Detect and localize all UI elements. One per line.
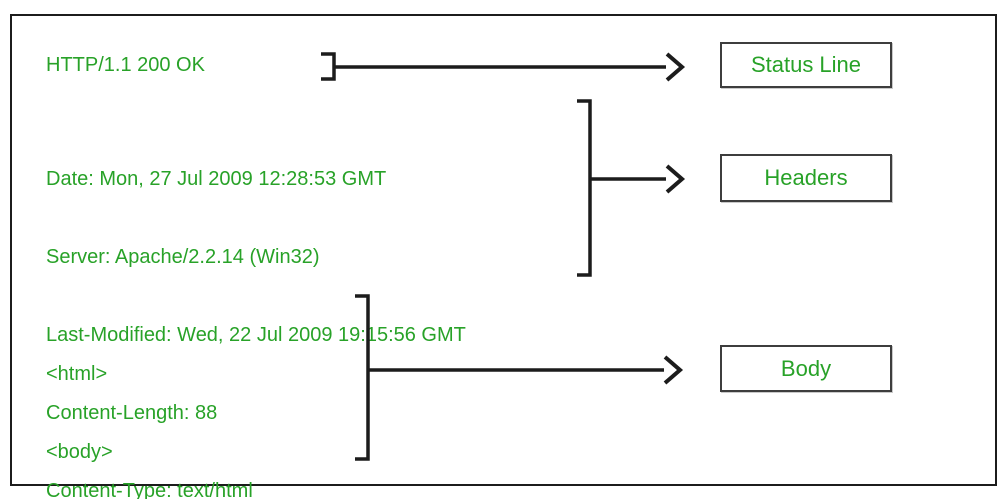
headers-text-block: Date: Mon, 27 Jul 2009 12:28:53 GMT Serv… xyxy=(46,114,466,499)
header-line: Content-Type: text/html xyxy=(46,480,253,499)
headers-label-box: Headers xyxy=(720,154,892,202)
diagram-outer-frame xyxy=(10,14,997,486)
status-line-label-box: Status Line xyxy=(720,42,892,88)
body-line: <html> xyxy=(46,363,108,385)
header-line: Content-Length: 88 xyxy=(46,402,218,424)
body-text-block: <html> <body> <h1>Hello, World!</h1> </b… xyxy=(46,309,257,499)
body-label-box: Body xyxy=(720,345,892,392)
header-line: Date: Mon, 27 Jul 2009 12:28:53 GMT xyxy=(46,168,387,190)
body-label: Body xyxy=(780,355,832,381)
status-line-text: HTTP/1.1 200 OK xyxy=(46,54,205,76)
header-line: Server: Apache/2.2.14 (Win32) xyxy=(46,246,320,268)
status-line-label: Status Line xyxy=(750,52,862,77)
headers-label: Headers xyxy=(764,165,848,190)
body-line: <body> xyxy=(46,441,113,463)
